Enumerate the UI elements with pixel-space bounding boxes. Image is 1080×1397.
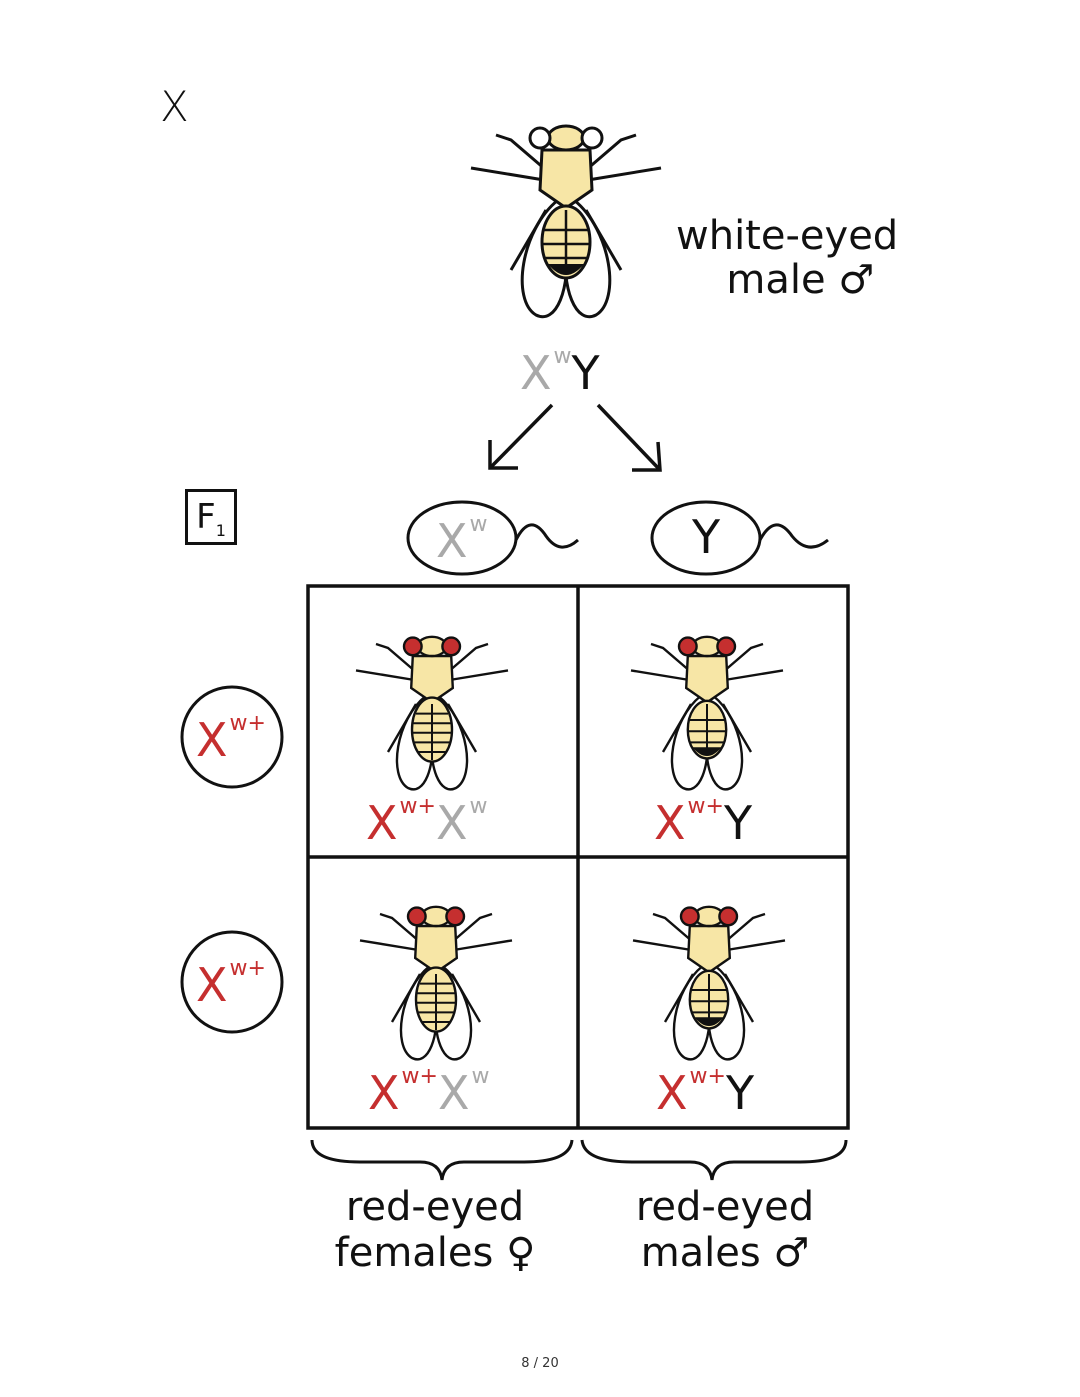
gamete-top-1-sup: w <box>469 512 488 537</box>
cell-4-allele-b: Y <box>725 1066 755 1120</box>
cross-symbol: X <box>160 82 189 131</box>
brace-male <box>580 1139 848 1181</box>
cell-4-allele-a: X <box>656 1066 688 1120</box>
result-female-line1: red-eyed <box>345 1184 525 1230</box>
gamete-left-1-label: Xw+ <box>196 711 266 764</box>
cell-genotype-1: Xw+Xw <box>366 794 488 847</box>
gamete-top-2-label: Y <box>692 510 721 564</box>
parent-label: white-eyed male ♂ <box>676 214 898 302</box>
result-male-line2: males ♂ <box>640 1230 810 1276</box>
cell-1-allele-b-sup: w <box>469 794 488 819</box>
parent-y: Y <box>571 346 600 400</box>
generation-label: F1 <box>185 489 237 545</box>
gamete-top-1-label: Xw <box>436 512 488 565</box>
brace-female <box>310 1139 574 1181</box>
punnett-grid <box>306 584 850 1130</box>
cell-3-allele-a: X <box>368 1066 400 1120</box>
result-male-line1: red-eyed <box>635 1184 815 1230</box>
cell-1-allele-a-sup: w+ <box>399 794 436 819</box>
arrow-left <box>488 403 554 470</box>
parent-eye-left <box>528 126 552 150</box>
offspring-fly-1 <box>354 635 510 791</box>
cell-genotype-3: Xw+Xw <box>368 1064 490 1117</box>
parent-label-line1: white-eyed <box>676 213 899 259</box>
cell-1-allele-b: X <box>435 796 468 850</box>
offspring-fly-4 <box>631 905 787 1061</box>
cell-3-allele-b-sup: w <box>471 1064 490 1089</box>
generation-letter: F <box>196 497 216 537</box>
page-number: 8 / 20 <box>521 1356 559 1371</box>
gamete-top-2 <box>650 500 829 576</box>
gamete-left-2-x: X <box>196 958 228 1012</box>
result-female-label: red-eyed females ♀ <box>310 1184 560 1276</box>
gamete-left-1-sup: w+ <box>229 711 266 736</box>
gamete-left-1 <box>180 685 284 789</box>
parent-x-sup: w <box>553 344 572 369</box>
parent-x: X <box>520 346 552 400</box>
parent-label-line2: male ♂ <box>726 257 875 303</box>
cell-2-allele-a: X <box>654 796 686 850</box>
cell-genotype-4: Xw+Y <box>656 1064 754 1117</box>
cell-genotype-2: Xw+Y <box>654 794 752 847</box>
cell-2-allele-a-sup: w+ <box>687 794 724 819</box>
parent-eye-right <box>580 126 604 150</box>
result-female-line2: females ♀ <box>334 1230 536 1276</box>
cell-1-allele-a: X <box>366 796 398 850</box>
result-male-label: red-eyed males ♂ <box>600 1184 850 1276</box>
gamete-top-1-x: X <box>436 514 468 568</box>
offspring-fly-3 <box>358 905 514 1061</box>
gamete-left-2 <box>180 930 284 1034</box>
cell-2-allele-b: Y <box>723 796 753 850</box>
arrow-right <box>596 403 662 472</box>
gamete-left-1-x: X <box>196 713 228 767</box>
parent-fly <box>469 124 663 319</box>
cell-4-allele-a-sup: w+ <box>689 1064 726 1089</box>
generation-subscript: 1 <box>215 520 226 540</box>
cell-3-allele-b: X <box>437 1066 470 1120</box>
cell-3-allele-a-sup: w+ <box>401 1064 438 1089</box>
parent-genotype: XwY <box>520 344 600 397</box>
gamete-top-1 <box>406 500 579 576</box>
gamete-left-2-label: Xw+ <box>196 956 266 1009</box>
gamete-left-2-sup: w+ <box>229 956 266 981</box>
offspring-fly-2 <box>629 635 785 791</box>
